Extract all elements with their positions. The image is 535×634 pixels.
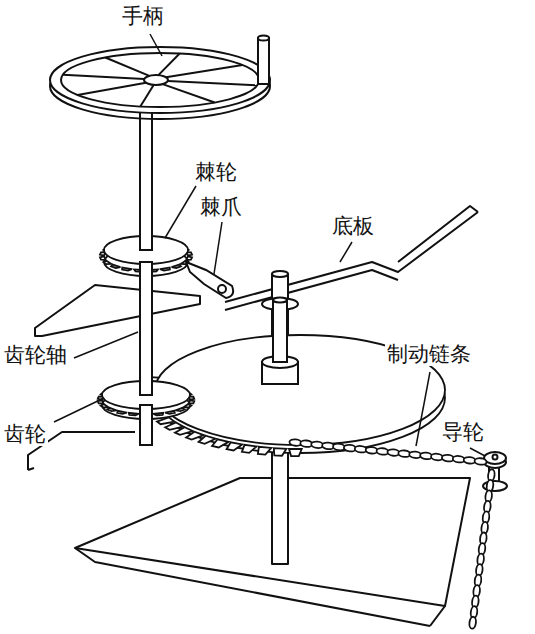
wheel-rim-inner bbox=[61, 53, 259, 107]
gear-tooth bbox=[101, 404, 109, 407]
leader-line bbox=[470, 448, 485, 456]
gear-tooth bbox=[172, 265, 181, 268]
wheel-hub bbox=[144, 75, 168, 85]
leader-line bbox=[214, 222, 222, 274]
post-upper-top bbox=[273, 298, 287, 303]
hand-wheel bbox=[50, 36, 270, 120]
part-label: 齿轮 bbox=[2, 422, 48, 446]
leader-line bbox=[340, 242, 352, 262]
part-label: 底板 bbox=[330, 214, 376, 238]
drawing bbox=[28, 206, 507, 626]
gear-tooth bbox=[153, 413, 163, 416]
handle-top bbox=[258, 36, 269, 41]
leader-line bbox=[74, 332, 138, 358]
gear-shaft bbox=[140, 405, 152, 445]
base-plate-flange bbox=[398, 206, 478, 262]
guide-axle bbox=[493, 455, 498, 460]
bottom-plate-edge bbox=[430, 606, 445, 626]
gear-tooth bbox=[122, 268, 132, 271]
gear-tooth bbox=[227, 442, 243, 450]
gear-tooth bbox=[165, 411, 175, 414]
gear-tooth bbox=[212, 439, 228, 447]
base-plate bbox=[35, 285, 200, 336]
gear-shaft bbox=[140, 262, 152, 395]
brake-chain bbox=[289, 439, 495, 629]
leader-lines bbox=[54, 34, 485, 456]
spoke bbox=[166, 65, 243, 77]
gear-tooth bbox=[129, 413, 139, 416]
gear-tooth bbox=[186, 256, 192, 260]
spoke bbox=[168, 81, 257, 85]
leader-line bbox=[165, 186, 196, 238]
spoke bbox=[158, 54, 179, 76]
gear-tooth bbox=[184, 404, 192, 407]
base-plate bbox=[225, 212, 478, 302]
post-top bbox=[272, 271, 288, 277]
part-label: 手柄 bbox=[120, 4, 166, 28]
gear-tooth bbox=[160, 268, 170, 271]
leader-line bbox=[54, 398, 104, 422]
post-upper bbox=[273, 300, 287, 362]
part-label: 齿轮轴 bbox=[2, 343, 69, 367]
gear-tooth bbox=[117, 411, 127, 414]
gear-tooth bbox=[258, 447, 271, 455]
gear-tooth bbox=[100, 256, 106, 260]
gear-tooth bbox=[176, 408, 185, 411]
gear-tooth bbox=[274, 448, 287, 456]
gear-tooth bbox=[103, 261, 111, 265]
gear-shaft bbox=[140, 98, 152, 250]
gear-tooth bbox=[242, 445, 257, 453]
spoke bbox=[140, 85, 153, 107]
spoke bbox=[63, 75, 144, 79]
spoke bbox=[163, 84, 215, 102]
gear-tooth bbox=[111, 265, 120, 268]
gear-tooth bbox=[289, 449, 302, 456]
leader-line bbox=[150, 34, 162, 56]
bottom-plate-edge bbox=[75, 548, 430, 626]
spoke bbox=[77, 83, 146, 95]
drawing-top bbox=[140, 98, 506, 468]
pawl-pivot bbox=[218, 285, 226, 293]
part-label: 制动链条 bbox=[385, 342, 473, 366]
part-label: 导轮 bbox=[440, 420, 486, 444]
gear-tooth bbox=[189, 400, 195, 403]
pawl bbox=[186, 262, 233, 298]
part-label: 棘爪 bbox=[198, 195, 244, 219]
bracket bbox=[28, 468, 34, 470]
leader-line bbox=[416, 372, 430, 446]
chain-link bbox=[474, 458, 487, 466]
gear-tooth bbox=[107, 408, 116, 411]
handle bbox=[258, 38, 269, 84]
spoke bbox=[105, 57, 149, 75]
wheel-rim bbox=[50, 47, 270, 113]
chain-link bbox=[469, 616, 477, 629]
spokes bbox=[63, 54, 257, 107]
base-plate-edge bbox=[225, 270, 398, 310]
part-label: 棘轮 bbox=[193, 160, 239, 184]
